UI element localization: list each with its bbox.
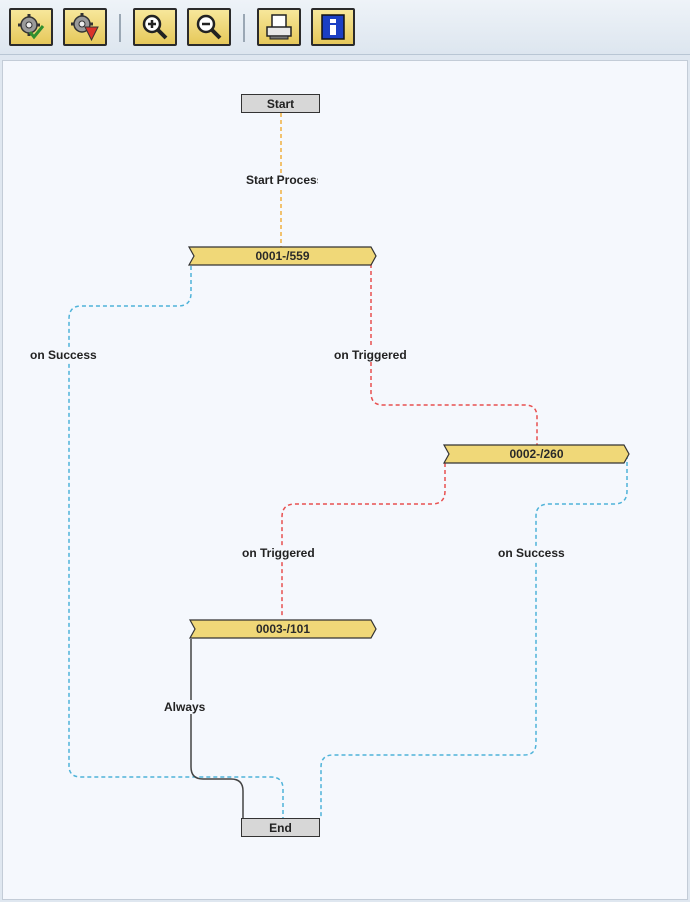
step-shape-1	[187, 246, 377, 266]
toolbar	[0, 0, 690, 55]
zoom-in-icon	[142, 14, 168, 40]
start-node[interactable]: Start	[241, 94, 320, 113]
info-icon	[321, 14, 345, 40]
print-button[interactable]	[257, 8, 301, 46]
edge-step1-success	[68, 266, 284, 818]
gear-check-icon	[18, 14, 45, 40]
workflow-connectors	[68, 113, 630, 818]
gear-stop-icon	[71, 13, 99, 42]
edge-label-step1-success: on Success	[30, 348, 101, 362]
edge-label-step1-triggered: on Triggered	[334, 348, 408, 362]
info-button[interactable]	[311, 8, 355, 46]
edge-label-step2-success: on Success	[498, 546, 570, 560]
workflow-canvas: Start End 0001-/559 0002-/260 0003-/101 …	[2, 60, 688, 900]
edge-step2-success	[320, 455, 628, 818]
edge-step2-triggered	[281, 463, 446, 618]
step-shape-2	[442, 444, 630, 464]
start-label: Start	[266, 96, 295, 111]
zoom-out-icon	[196, 14, 222, 40]
zoom-out-button[interactable]	[187, 8, 231, 46]
zoom-in-button[interactable]	[133, 8, 177, 46]
execute-button[interactable]	[9, 8, 53, 46]
edge-step3-always	[190, 639, 244, 818]
print-icon	[266, 14, 292, 40]
toolbar-separator	[243, 14, 245, 42]
edge-label-start-process: Start Process	[246, 173, 318, 187]
edge-step1-triggered	[370, 257, 538, 445]
end-node[interactable]: End	[241, 818, 320, 837]
edge-label-step2-triggered: on Triggered	[242, 546, 316, 560]
step-shape-3	[188, 619, 377, 639]
end-label: End	[269, 820, 292, 835]
stop-button[interactable]	[63, 8, 107, 46]
toolbar-separator	[119, 14, 121, 42]
edge-label-step3-always: Always	[164, 700, 212, 714]
